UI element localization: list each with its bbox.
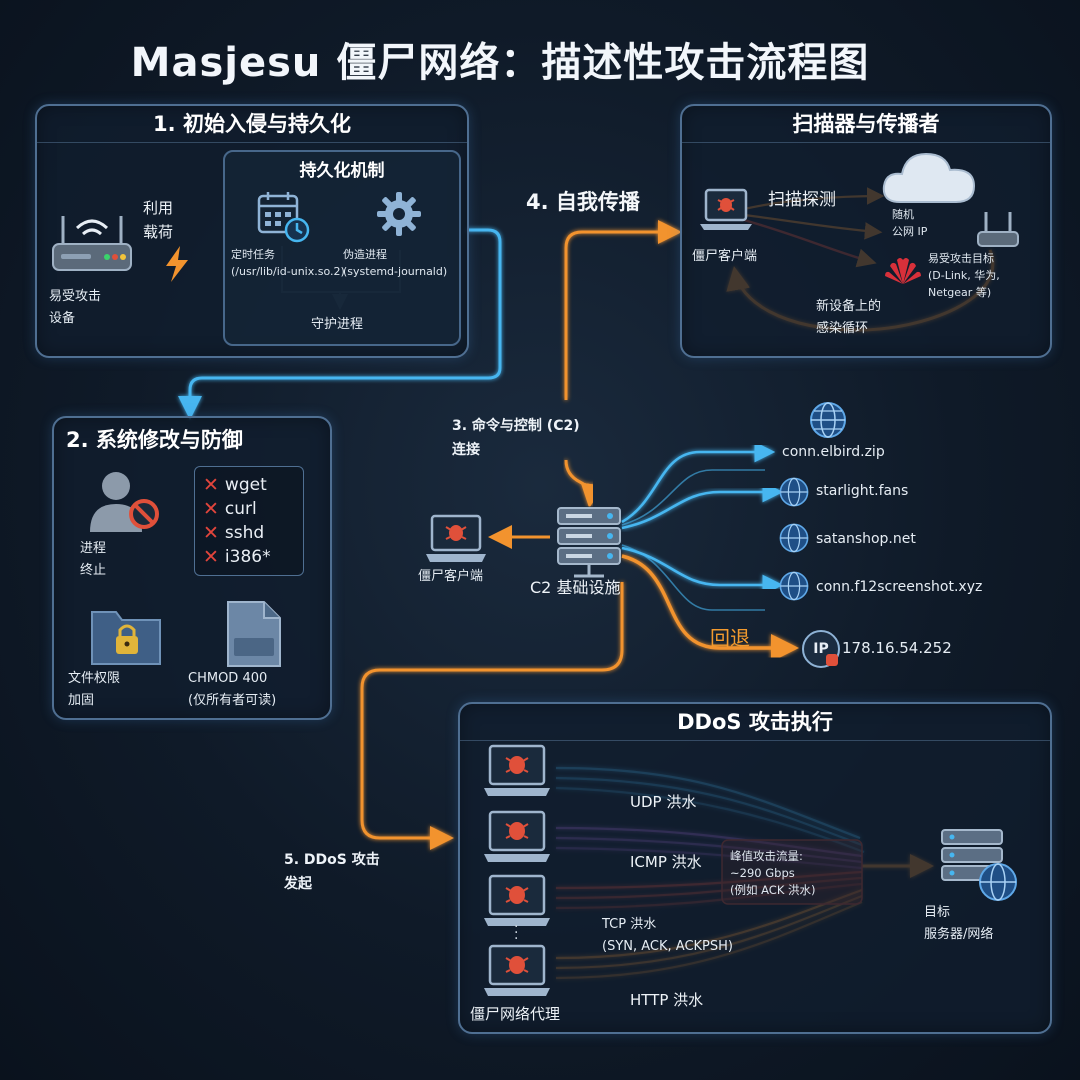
router-icon [47, 206, 137, 280]
agent-laptop-icon [482, 808, 552, 870]
flow-step3-to-c2 [564, 459, 605, 508]
flow-panel1-to-panel2 [178, 228, 502, 420]
killed-command-item: ✕curl [203, 497, 295, 521]
target-router-icon [974, 210, 1022, 254]
server-icon [556, 506, 622, 584]
killed-command-text: curl [224, 499, 257, 519]
domain-globe-icon [778, 522, 810, 558]
killed-command-item: ✕sshd [203, 521, 295, 545]
panel-system-modification: 2. 系统修改与防御 进程 终止 ✕wget✕curl✕sshd✕i386* 文… [52, 416, 332, 720]
user-blocked-icon [86, 468, 162, 538]
agent-laptop-icon [482, 942, 552, 1004]
random-ip-label: 随机 公网 IP [892, 208, 928, 238]
cloud-icon [880, 146, 978, 210]
killed-command-text: i386* [224, 547, 271, 567]
scan-probe-label: 扫描探测 [768, 190, 836, 210]
domain-globe-icon [808, 400, 848, 444]
domain-1: conn.elbird.zip [782, 444, 885, 460]
ddos-agent-label: 僵尸网络代理 [470, 1005, 561, 1023]
vulnerable-device-label: 易受攻击 设备 [49, 289, 102, 326]
killed-command-item: ✕i386* [203, 545, 295, 569]
killed-commands-list: ✕wget✕curl✕sshd✕i386* [203, 473, 295, 569]
ip-badge-icon: IP [802, 630, 840, 668]
flow-c2-fallback [621, 554, 799, 662]
step5-label: 5. DDoS 攻击 发起 [284, 852, 380, 892]
killed-command-item: ✕wget [203, 473, 295, 497]
peak-traffic-label: 峰值攻击流量: ~290 Gbps (例如 ACK 洪水) [730, 849, 816, 897]
laptop-bug-icon [698, 186, 754, 240]
flow-c2-to-ddos [360, 582, 624, 850]
flow-c2-domain-2 [621, 481, 784, 530]
persistence-title: 持久化机制 [299, 161, 385, 181]
vulnerable-targets-label: 易受攻击目标 (D-Link, 华为, Netgear 等) [928, 252, 1000, 299]
flood-udp: UDP 洪水 [630, 793, 697, 811]
x-mark-icon: ✕ [203, 522, 219, 544]
huawei-logo-icon [882, 254, 924, 292]
ddos-agents [482, 742, 552, 1012]
domain-4: conn.f12screenshot.xyz [816, 579, 983, 595]
c2-client-laptop-icon [424, 512, 488, 570]
page-title: Masjesu 僵尸网络：描述性攻击流程图 [130, 40, 870, 86]
flood-http: HTTP 洪水 [630, 991, 704, 1009]
process-kill-label: 进程 终止 [80, 541, 107, 578]
gear-icon [375, 190, 423, 242]
x-mark-icon: ✕ [203, 546, 219, 568]
x-mark-icon: ✕ [203, 474, 219, 496]
killed-command-text: sshd [224, 523, 265, 543]
file-permission-label: 文件权限 加固 [68, 671, 121, 708]
fallback-label: 回退 [710, 626, 750, 650]
panel-scanner-propagator: 扫描器与传播者 僵尸客户端 扫描探测 随机 公网 IP 易受攻 [680, 104, 1052, 358]
step3-label: 3. 命令与控制 (C2) 连接 [452, 418, 580, 458]
flood-tcp: TCP 洪水 [602, 917, 657, 932]
target-label: 目标 服务器/网络 [924, 905, 994, 942]
ddos-title: DDoS 攻击执行 [460, 704, 1050, 741]
flow-step4-to-scanner [564, 220, 682, 400]
flood-icmp: ICMP 洪水 [630, 853, 702, 871]
agent-laptop-icon [482, 872, 552, 934]
target-server-icon [938, 826, 1020, 910]
domain-globe-icon [778, 476, 810, 512]
domain-3: satanshop.net [816, 531, 916, 547]
scanner-title: 扫描器与传播者 [682, 106, 1050, 143]
killed-command-text: wget [224, 475, 267, 495]
flood-tcp-detail: (SYN, ACK, ACKPSH) [602, 939, 733, 954]
domain-2: starlight.fans [816, 483, 909, 499]
lightning-icon [162, 246, 192, 286]
flow-c2-domain-1 [621, 441, 776, 524]
cron-task-label: 定时任务 (/usr/lib/id-unix.so.2) [231, 248, 345, 278]
scanner-client-label: 僵尸客户端 [692, 249, 758, 264]
ip-badge-text: IP [813, 641, 829, 657]
exploit-label: 利用 载荷 [143, 199, 174, 241]
agent-ellipsis: ··· [514, 919, 519, 947]
document-icon [224, 598, 284, 674]
x-mark-icon: ✕ [203, 498, 219, 520]
panel2-title: 2. 系统修改与防御 [66, 428, 243, 452]
fake-process-label: 伪造进程 (systemd-journald) [343, 248, 448, 278]
lock-badge-icon [826, 654, 838, 666]
c2-client-label: 僵尸客户端 [418, 569, 484, 584]
step4-label: 4. 自我传播 [526, 190, 640, 214]
persistence-subpanel: 持久化机制 定时任务 (/u [223, 150, 461, 346]
calendar-clock-icon [255, 188, 311, 248]
infection-loop-label: 新设备上的 感染循环 [816, 299, 882, 336]
c2-infra-label: C2 基础设施 [530, 578, 621, 597]
locked-folder-icon [88, 602, 164, 672]
fallback-ip: 178.16.54.252 [842, 639, 952, 657]
chmod-label: CHMOD 400 (仅所有者可读) [188, 671, 277, 708]
agent-laptop-icon [482, 742, 552, 804]
domain-globe-icon [778, 570, 810, 606]
panel-initial-compromise: 1. 初始入侵与持久化 易受攻击 设备 利用 载荷 持久化机制 [35, 104, 469, 358]
panel1-title: 1. 初始入侵与持久化 [37, 106, 467, 143]
daemon-label: 守护进程 [311, 317, 364, 332]
killed-commands-box: ✕wget✕curl✕sshd✕i386* [194, 466, 304, 576]
